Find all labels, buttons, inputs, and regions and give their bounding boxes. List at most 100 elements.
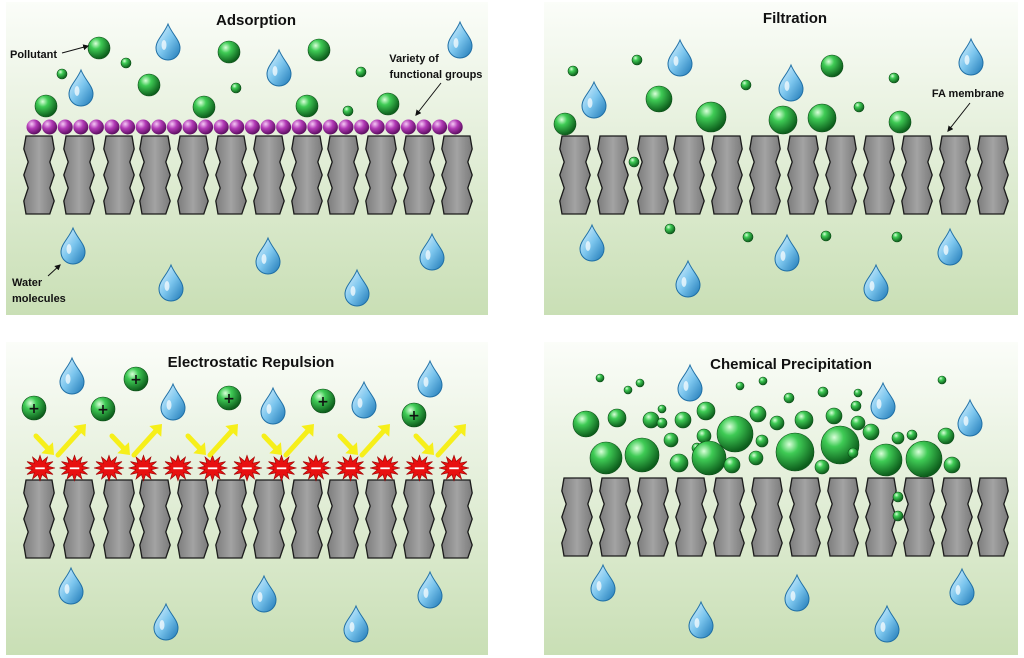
membrane-pore — [253, 135, 285, 215]
panel-electrostatic: −−−−−−−−−−−−−++++++ — [21, 356, 473, 643]
membrane-pore — [139, 135, 171, 215]
pollutant-sphere-icon — [56, 68, 68, 80]
pollutant-sphere-icon — [589, 441, 623, 475]
membrane-pore — [713, 477, 745, 557]
functional-group-icon — [104, 119, 120, 135]
pollutant-sphere-icon — [607, 408, 627, 428]
pollutant-sphere-icon — [905, 440, 943, 478]
pollutant-sphere-icon — [295, 94, 319, 118]
membrane-pore — [441, 135, 473, 215]
water-drop-icon — [158, 263, 184, 302]
pollutant-sphere-icon — [755, 434, 769, 448]
pollutant-sphere-icon — [657, 404, 667, 414]
repulsion-arrow-icon — [435, 424, 466, 458]
svg-text:−: − — [310, 459, 323, 477]
pollutant-sphere-icon — [695, 101, 727, 133]
repulsion-arrow-icon — [185, 433, 206, 455]
membrane-pore — [637, 135, 669, 215]
pollutant-sphere-icon — [735, 381, 745, 391]
negative-charge-icon: − — [162, 454, 194, 482]
membrane-pore — [863, 135, 895, 215]
pollutant-sphere-icon — [645, 85, 673, 113]
pollutant-sphere-icon — [853, 388, 863, 398]
water-drop-icon — [351, 380, 377, 419]
svg-text:−: − — [206, 459, 219, 477]
functional-group-icon — [198, 119, 214, 135]
svg-text:+: + — [408, 408, 420, 424]
label-functional-groups-line2: functional groups — [390, 69, 483, 81]
pollutant-sphere-icon — [814, 459, 830, 475]
svg-text:+: + — [130, 372, 142, 388]
cation-pollutant-icon: + — [21, 395, 47, 421]
label-pollutant: Pollutant — [10, 49, 57, 61]
pollutant-sphere-icon — [892, 491, 904, 503]
membrane-pore — [825, 135, 857, 215]
panel-adsorption — [23, 20, 473, 307]
pollutant-sphere-icon — [230, 82, 242, 94]
repulsion-arrow-icon — [131, 424, 162, 458]
panel-title-electrostatic: Electrostatic Repulsion — [168, 354, 335, 371]
membrane-pore — [403, 135, 435, 215]
pointer-water — [47, 264, 61, 277]
cation-pollutant-icon: + — [216, 385, 242, 411]
pollutant-sphere-icon — [595, 373, 605, 383]
water-drop-icon — [863, 263, 889, 302]
functional-group-icon — [385, 119, 401, 135]
negative-charge-icon: − — [231, 454, 263, 482]
functional-group-icon — [416, 119, 432, 135]
panel-precipitation — [561, 363, 1009, 643]
pollutant-sphere-icon — [664, 223, 676, 235]
water-drop-icon — [417, 359, 443, 398]
pollutant-sphere-icon — [891, 431, 905, 445]
membrane-pore — [215, 479, 247, 559]
pollutant-sphere-icon — [567, 65, 579, 77]
membrane-pore — [253, 479, 285, 559]
pollutant-sphere-icon — [937, 375, 947, 385]
membrane-pore — [103, 135, 135, 215]
repulsion-arrow-icon — [413, 433, 434, 455]
functional-group-icon — [26, 119, 42, 135]
pollutant-sphere-icon — [768, 105, 798, 135]
negative-charge-icon: − — [59, 454, 90, 482]
functional-group-icon — [213, 119, 229, 135]
water-drop-icon — [447, 20, 473, 59]
water-drop-icon — [58, 566, 84, 605]
pollutant-sphere-icon — [674, 411, 692, 429]
functional-group-icon — [166, 119, 182, 135]
pollutant-sphere-icon — [817, 386, 829, 398]
pollutant-sphere-icon — [723, 456, 741, 474]
repulsion-arrow-icon — [283, 424, 314, 458]
functional-group-icon — [182, 119, 198, 135]
pollutant-sphere-icon — [120, 57, 132, 69]
pointer-functional-groups — [415, 82, 442, 116]
pollutant-sphere-icon — [137, 73, 161, 97]
water-drop-icon — [344, 268, 370, 307]
functional-group-icon — [276, 119, 292, 135]
pollutant-sphere-icon — [850, 400, 862, 412]
membrane-pore — [789, 477, 821, 557]
pollutant-sphere-icon — [642, 411, 660, 429]
membrane-pore — [103, 479, 135, 559]
pollutant-sphere-icon — [847, 447, 859, 459]
functional-group-icon — [338, 119, 354, 135]
cation-pollutant-icon: + — [123, 366, 149, 392]
pollutant-sphere-icon — [820, 230, 832, 242]
membrane-pore — [327, 479, 359, 559]
pollutant-sphere-icon — [783, 392, 795, 404]
membrane-pore — [941, 477, 973, 557]
functional-group-icon — [120, 119, 136, 135]
water-drop-icon — [774, 233, 800, 272]
water-drop-icon — [581, 80, 607, 119]
water-drop-icon — [937, 227, 963, 266]
svg-text:−: − — [103, 459, 116, 477]
water-drop-icon — [579, 223, 605, 262]
repulsion-arrow-icon — [55, 424, 86, 458]
pollutant-sphere-icon — [825, 407, 843, 425]
water-drop-icon — [590, 563, 616, 602]
membrane-pore — [787, 135, 819, 215]
water-drop-icon — [419, 232, 445, 271]
repulsion-arrow-icon — [207, 424, 238, 458]
membrane-pore — [751, 477, 783, 557]
pollutant-sphere-icon — [769, 415, 785, 431]
membrane-pore — [365, 135, 397, 215]
